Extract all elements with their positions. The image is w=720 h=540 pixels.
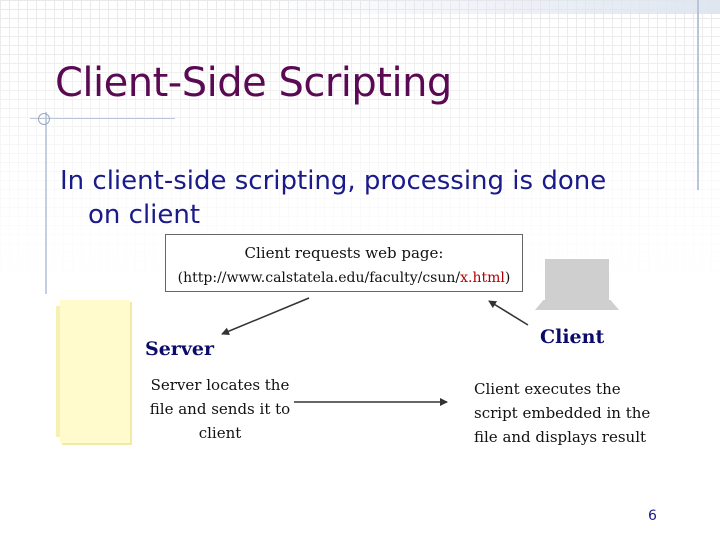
client-request-box: Client requests web page: (http://www.ca… [165,234,523,292]
top-decorative-band [262,0,720,14]
arrow-request-to-server [221,297,310,336]
request-url-prefix: (http://www.calstatela.edu/faculty/csun/ [177,270,461,286]
page-number: 6 [648,508,657,524]
bullet-text: In client-side scripting, processing is … [60,164,680,232]
request-url: (http://www.calstatela.edu/faculty/csun/… [166,270,522,286]
slide-title: Client-Side Scripting [55,60,452,106]
left-decorative-line [45,112,47,294]
request-url-suffix: ) [504,270,511,286]
client-label: Client [540,326,605,348]
computer-keyboard-base [535,300,619,310]
server-label: Server [145,338,214,360]
title-underline [30,118,175,119]
bullet-line-2: on client [88,200,201,230]
arrow-client-to-request [488,300,529,326]
bullet-line-1: In client-side scripting, processing is … [60,166,607,196]
client-description: Client executes the script embedded in t… [474,380,651,446]
server-box-icon [56,300,130,443]
circle-ornament-icon [38,113,50,125]
computer-monitor-icon [545,259,609,300]
request-label: Client requests web page: [244,244,444,262]
server-description: Server locates the file and sends it to … [149,376,291,442]
right-decorative-line [697,0,699,190]
request-url-file: x.html [460,270,505,286]
